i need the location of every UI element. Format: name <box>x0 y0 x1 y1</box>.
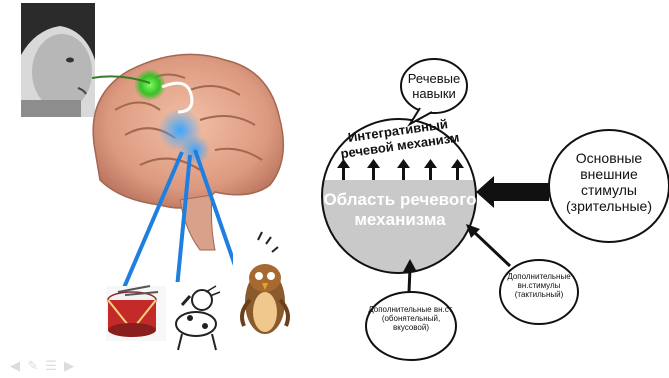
dog-image <box>167 282 223 352</box>
main-stimuli-label: Основные внешние стимулы (зрительные) <box>552 150 666 214</box>
child-photo <box>21 3 95 117</box>
brain-illustration <box>92 54 283 250</box>
bird-image <box>233 232 290 360</box>
olfactory-stimuli-label: Дополнительные вн.ст. (обонятельный, вку… <box>368 305 454 333</box>
drum-image <box>106 286 166 341</box>
pen-tool-icon[interactable]: ✎ <box>26 359 40 373</box>
tactile-stimuli-label: Дополнительные вн.стимулы (тактильный) <box>503 272 575 300</box>
next-arrow-icon[interactable]: ▶ <box>62 359 76 373</box>
previous-arrow-icon[interactable]: ◀ <box>8 359 22 373</box>
speech-area-label: Область речевого механизма <box>322 190 478 229</box>
slide-menu-icon[interactable]: ☰ <box>44 359 58 373</box>
speech-skills-label: Речевые навыки <box>405 72 463 102</box>
